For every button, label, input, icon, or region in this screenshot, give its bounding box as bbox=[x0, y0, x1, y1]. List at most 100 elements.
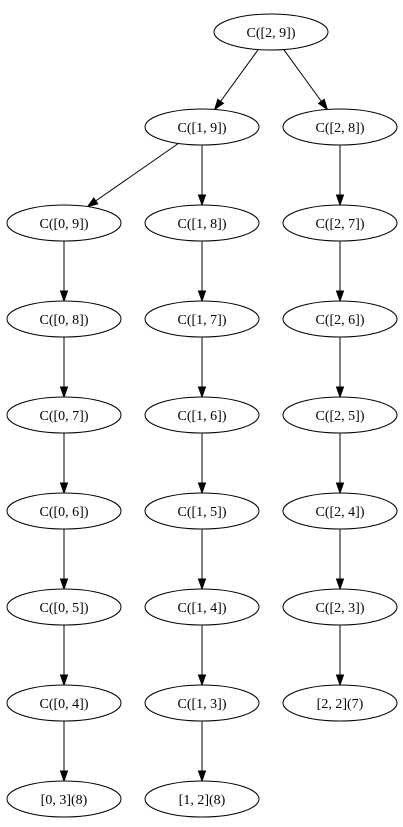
node-label: C([0, 5]) bbox=[40, 601, 89, 616]
node-label: C([1, 5]) bbox=[178, 505, 227, 520]
node-label: C([2, 6]) bbox=[316, 313, 365, 328]
node-ellipse bbox=[144, 300, 260, 338]
node-ellipse bbox=[6, 588, 122, 626]
node-label: C([0, 8]) bbox=[40, 313, 89, 328]
node-label: C([1, 9]) bbox=[178, 121, 227, 136]
node-ellipse bbox=[6, 492, 122, 530]
node-ellipse bbox=[144, 492, 260, 530]
edge-arrow bbox=[197, 721, 207, 783]
node-ellipse bbox=[144, 108, 260, 146]
node-label: C([0, 7]) bbox=[40, 409, 89, 424]
graph-node: C([1, 9]) bbox=[144, 108, 260, 146]
graph-node: C([2, 4]) bbox=[282, 492, 398, 530]
edge-arrow bbox=[335, 433, 345, 495]
arrowhead bbox=[213, 98, 225, 111]
edge-arrow bbox=[335, 529, 345, 591]
edge-arrow bbox=[197, 529, 207, 591]
edge-arrow bbox=[213, 49, 259, 111]
graph-node: C([2, 8]) bbox=[282, 108, 398, 146]
node-label: C([2, 5]) bbox=[316, 409, 365, 424]
graph-node: [0, 3](8) bbox=[6, 780, 122, 818]
arrowhead bbox=[317, 98, 329, 111]
graph-node: C([0, 6]) bbox=[6, 492, 122, 530]
node-label: C([2, 9]) bbox=[247, 26, 296, 41]
node-ellipse bbox=[144, 396, 260, 434]
node-ellipse bbox=[282, 588, 398, 626]
arrowhead bbox=[86, 197, 99, 208]
arrowhead bbox=[197, 578, 207, 591]
graph-node: C([0, 4]) bbox=[6, 684, 122, 722]
node-ellipse bbox=[6, 300, 122, 338]
node-ellipse bbox=[282, 300, 398, 338]
node-label: C([1, 3]) bbox=[178, 697, 227, 712]
node-ellipse bbox=[144, 780, 260, 818]
node-ellipse bbox=[213, 13, 329, 51]
edge-arrow bbox=[335, 337, 345, 399]
graph-node: C([0, 5]) bbox=[6, 588, 122, 626]
edge-line bbox=[283, 49, 322, 102]
graph-node: C([2, 7]) bbox=[282, 204, 398, 242]
graph-node: C([0, 7]) bbox=[6, 396, 122, 434]
node-ellipse bbox=[144, 204, 260, 242]
arrowhead bbox=[59, 482, 69, 495]
node-ellipse bbox=[282, 492, 398, 530]
graph-node: C([2, 5]) bbox=[282, 396, 398, 434]
node-label: C([0, 4]) bbox=[40, 697, 89, 712]
graph-node: C([2, 6]) bbox=[282, 300, 398, 338]
arrowhead bbox=[335, 194, 345, 207]
node-label: C([1, 8]) bbox=[178, 217, 227, 232]
edge-arrow bbox=[335, 241, 345, 303]
arrowhead bbox=[59, 770, 69, 783]
edge-arrow bbox=[197, 337, 207, 399]
edge-arrow bbox=[283, 49, 329, 111]
node-ellipse bbox=[144, 684, 260, 722]
arrowhead bbox=[197, 674, 207, 687]
nodes-layer: C([2, 9]) C([1, 9]) C([2, 8]) C([0, 9]) C([1… bbox=[6, 13, 398, 818]
node-label: C([0, 6]) bbox=[40, 505, 89, 520]
node-ellipse bbox=[6, 684, 122, 722]
edge-arrow bbox=[197, 241, 207, 303]
arrowhead bbox=[197, 482, 207, 495]
graph-node: C([2, 9]) bbox=[213, 13, 329, 51]
arrowhead bbox=[197, 386, 207, 399]
graph-node: [2, 2](7) bbox=[282, 684, 398, 722]
arrowhead bbox=[335, 290, 345, 303]
node-label: [1, 2](8) bbox=[179, 793, 226, 808]
edge-arrow bbox=[197, 145, 207, 207]
graph-node: C([1, 8]) bbox=[144, 204, 260, 242]
arrowhead bbox=[59, 290, 69, 303]
arrowhead bbox=[197, 194, 207, 207]
arrowhead bbox=[335, 578, 345, 591]
node-label: C([1, 4]) bbox=[178, 601, 227, 616]
node-label: C([2, 4]) bbox=[316, 505, 365, 520]
graph-node: C([0, 8]) bbox=[6, 300, 122, 338]
arrowhead bbox=[197, 290, 207, 303]
edge-arrow bbox=[59, 721, 69, 783]
node-ellipse bbox=[6, 396, 122, 434]
edge-arrow bbox=[59, 337, 69, 399]
node-ellipse bbox=[144, 588, 260, 626]
node-label: [0, 3](8) bbox=[41, 793, 88, 808]
node-ellipse bbox=[282, 396, 398, 434]
edges-layer bbox=[59, 49, 345, 783]
node-label: C([2, 3]) bbox=[316, 601, 365, 616]
edge-arrow bbox=[59, 241, 69, 303]
edge-arrow bbox=[335, 145, 345, 207]
node-label: C([1, 7]) bbox=[178, 313, 227, 328]
edge-arrow bbox=[59, 529, 69, 591]
node-ellipse bbox=[282, 108, 398, 146]
node-ellipse bbox=[6, 204, 122, 242]
edge-arrow bbox=[59, 433, 69, 495]
node-ellipse bbox=[6, 780, 122, 818]
arrowhead bbox=[59, 578, 69, 591]
graph-node: C([1, 5]) bbox=[144, 492, 260, 530]
node-label: C([2, 7]) bbox=[316, 217, 365, 232]
graph-node: C([1, 6]) bbox=[144, 396, 260, 434]
graph-node: C([1, 4]) bbox=[144, 588, 260, 626]
graph-node: C([1, 3]) bbox=[144, 684, 260, 722]
node-label: C([0, 9]) bbox=[40, 217, 89, 232]
node-label: C([2, 8]) bbox=[316, 121, 365, 136]
edge-line bbox=[95, 142, 179, 202]
edge-arrow bbox=[59, 625, 69, 687]
